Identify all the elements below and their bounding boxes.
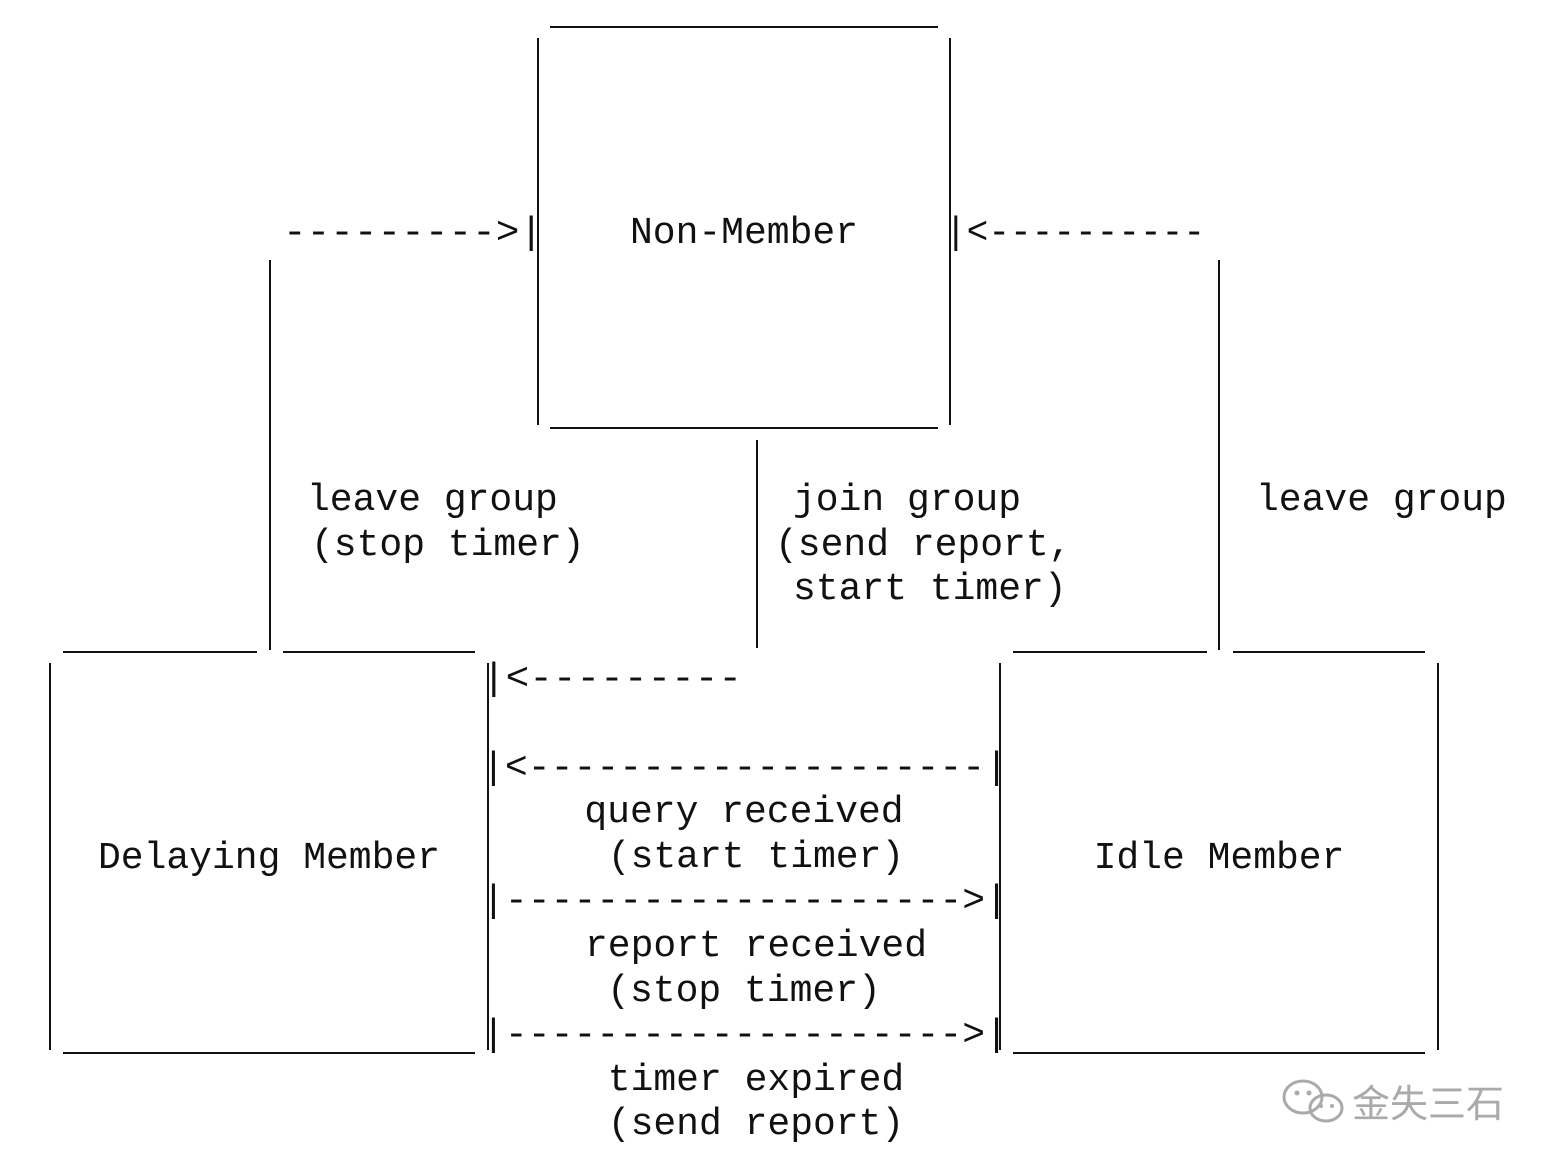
edge-label-join-group: join group xyxy=(793,479,1021,522)
arrow-query-to-delaying: |<--------------------| xyxy=(482,747,1008,790)
edge-label-leave-group-right: leave group xyxy=(1256,479,1507,522)
edge-label-report-received: report received xyxy=(585,925,927,968)
node-idle-member: Idle Member xyxy=(1094,837,1345,880)
edge-label-start-timer: start timer) xyxy=(793,568,1067,611)
arrow-timer-to-idle: |-------------------->| xyxy=(482,1014,1008,1057)
edge-label-report-stop-timer: (stop timer) xyxy=(607,970,881,1013)
edge-label-leave-group-left: leave group xyxy=(307,479,558,522)
edge-label-send-report: (send report, xyxy=(775,524,1071,567)
edge-label-timer-expired: timer expired xyxy=(608,1059,904,1102)
node-non-member: Non-Member xyxy=(630,212,858,255)
diagram-lines xyxy=(49,26,1439,1054)
arrow-to-non-member-right: |<---------- xyxy=(945,212,1205,255)
edge-label-query-start-timer: (start timer) xyxy=(608,836,904,879)
arrow-to-delaying-from-join: |<--------- xyxy=(482,658,742,701)
node-delaying-member: Delaying Member xyxy=(98,837,440,880)
watermark: 金失三石 xyxy=(1282,1079,1504,1126)
edge-label-stop-timer-left: (stop timer) xyxy=(311,524,585,567)
edge-label-query-received: query received xyxy=(584,791,903,834)
watermark-text: 金失三石 xyxy=(1352,1082,1504,1126)
wechat-icon xyxy=(1282,1079,1344,1123)
arrow-to-non-member-left: --------->| xyxy=(283,212,543,255)
arrow-report-to-idle: |-------------------->| xyxy=(482,880,1008,923)
edge-label-timer-send-report: (send report) xyxy=(608,1103,904,1146)
